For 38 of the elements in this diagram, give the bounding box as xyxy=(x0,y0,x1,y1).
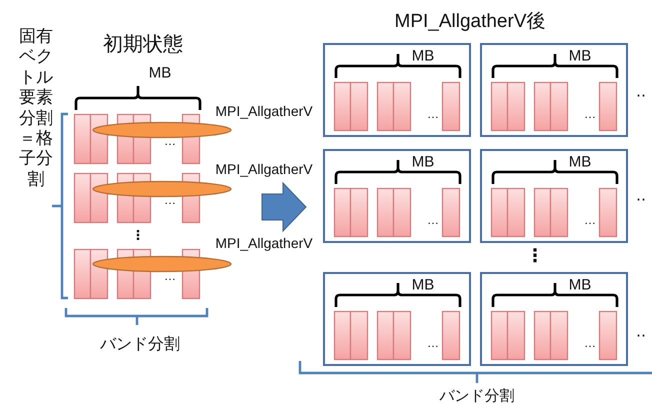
ellipsis: … xyxy=(164,135,176,149)
block-box xyxy=(480,43,628,137)
ellipsis: … xyxy=(164,270,176,284)
ellipse xyxy=(91,121,233,139)
ellipsis: … xyxy=(427,108,439,122)
mb-label: MB xyxy=(412,47,434,65)
axis-note: バンド分割 xyxy=(100,336,180,354)
ellipsis: … xyxy=(164,194,176,208)
ellipsis: … xyxy=(584,337,596,351)
mb-label: MB xyxy=(148,64,172,82)
side-note: 固有ベクトル要素分割＝格子分割 xyxy=(18,26,54,190)
mb-label: MB xyxy=(568,153,592,171)
operation-label: MPI_AllgatherV xyxy=(215,102,313,120)
ellipse xyxy=(91,255,233,273)
block-box xyxy=(323,43,471,137)
vertical-ellipsis: ⋮ xyxy=(132,228,144,244)
panel-title: MPI_AllgatherV後 xyxy=(394,11,546,33)
ellipsis: … xyxy=(427,337,439,351)
mb-label: MB xyxy=(568,276,592,294)
ellipsis: ‥ xyxy=(636,83,646,101)
ellipsis: … xyxy=(584,108,596,122)
operation-label: MPI_AllgatherV xyxy=(215,234,313,252)
mb-label: MB xyxy=(568,47,592,65)
vertical-ellipsis: ⋮ xyxy=(526,246,544,266)
mb-label: MB xyxy=(412,153,434,171)
ellipse xyxy=(91,180,233,198)
ellipsis: ‥ xyxy=(636,323,646,341)
block-box xyxy=(323,149,471,243)
ellipsis: … xyxy=(584,214,596,228)
panel-title: 初期状態 xyxy=(103,34,183,56)
block-box xyxy=(323,272,471,366)
ellipsis: … xyxy=(427,214,439,228)
ellipsis: ‥ xyxy=(636,187,646,205)
mb-label: MB xyxy=(412,276,434,294)
block-box xyxy=(480,149,628,243)
operation-label: MPI_AllgatherV xyxy=(215,160,313,178)
axis-note: バンド分割 xyxy=(440,387,514,405)
block-box xyxy=(480,272,628,366)
